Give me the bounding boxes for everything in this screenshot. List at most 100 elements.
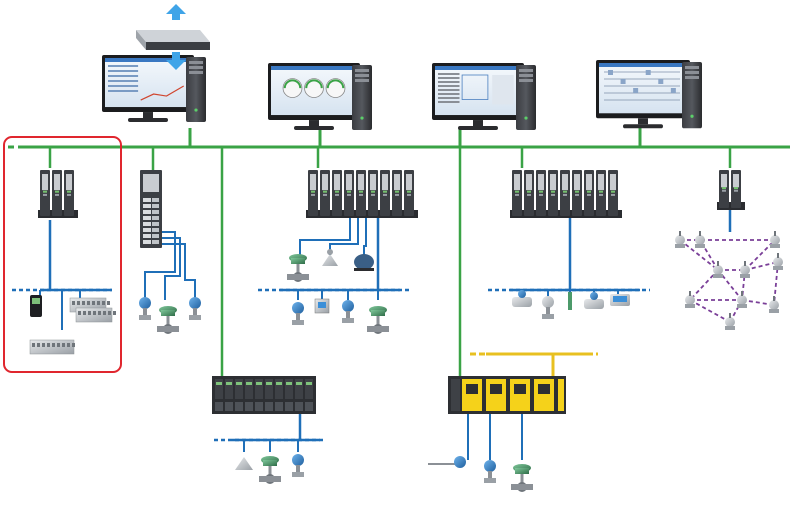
panel-terminal bbox=[77, 301, 80, 305]
module-label bbox=[574, 174, 580, 191]
io-terminal bbox=[143, 222, 151, 226]
rack-led bbox=[266, 382, 272, 385]
level-switch bbox=[235, 457, 253, 470]
rack-terminal bbox=[265, 402, 273, 411]
module-led bbox=[335, 190, 339, 193]
transmitter-neck bbox=[296, 313, 300, 321]
valve-stem bbox=[268, 466, 272, 475]
valve-stem bbox=[520, 474, 524, 483]
flowmeter-body bbox=[584, 299, 604, 309]
transmitter-neck bbox=[488, 471, 492, 479]
rack-led bbox=[216, 382, 222, 385]
screen-gauge bbox=[282, 78, 303, 98]
module-label bbox=[526, 174, 532, 191]
io-terminal bbox=[152, 210, 159, 214]
workstation-4 bbox=[596, 60, 702, 129]
rack-led bbox=[256, 382, 262, 385]
module-led bbox=[383, 190, 387, 193]
transmitter-flange bbox=[342, 318, 354, 323]
io-terminal bbox=[143, 234, 151, 238]
valve-stem bbox=[166, 316, 170, 325]
module-led bbox=[323, 193, 327, 196]
flow-meter bbox=[584, 292, 604, 309]
wireless-antenna bbox=[777, 253, 779, 258]
screen-row bbox=[438, 77, 460, 79]
wireless-head bbox=[695, 235, 705, 245]
io-rack-bottom bbox=[212, 376, 316, 414]
module-label bbox=[322, 174, 328, 191]
rack-terminal bbox=[305, 402, 313, 411]
sis-module bbox=[510, 379, 530, 411]
screen-vessel bbox=[670, 88, 676, 93]
module-led bbox=[587, 193, 591, 196]
screen-row bbox=[438, 73, 460, 75]
module-label bbox=[733, 174, 739, 188]
io-terminal bbox=[143, 216, 151, 220]
module-label bbox=[721, 174, 727, 188]
io-terminal bbox=[143, 228, 151, 232]
workstation-2 bbox=[268, 63, 372, 131]
valve-pipe bbox=[259, 476, 281, 482]
module-led bbox=[722, 189, 726, 192]
motor-body bbox=[354, 254, 374, 270]
panel-terminal bbox=[32, 343, 35, 347]
panel-terminal bbox=[67, 343, 70, 347]
panel-terminal bbox=[47, 343, 50, 347]
drive-bay bbox=[519, 69, 533, 72]
tower-case bbox=[682, 62, 702, 129]
screen-row bbox=[438, 101, 460, 103]
wireless-flange bbox=[773, 266, 783, 270]
monitor-base bbox=[623, 124, 663, 129]
monitor-neck bbox=[473, 120, 483, 127]
io-wire bbox=[160, 243, 196, 300]
screen-row bbox=[108, 90, 139, 92]
temperature-probe bbox=[428, 456, 466, 468]
module-led bbox=[575, 190, 579, 193]
module-led bbox=[539, 193, 543, 196]
io-card-rack bbox=[140, 170, 162, 248]
wireless-head bbox=[769, 300, 779, 310]
rack-terminal bbox=[225, 402, 233, 411]
panel-terminal bbox=[107, 301, 110, 305]
download-arrow-icon bbox=[166, 52, 186, 70]
wireless-flange bbox=[737, 304, 747, 308]
rack-slot bbox=[295, 379, 303, 399]
screen-gauge bbox=[325, 78, 346, 98]
screen-titlebar bbox=[435, 66, 521, 70]
transmitter-flange bbox=[484, 478, 496, 483]
wireless-antenna bbox=[774, 231, 776, 236]
screen-row bbox=[108, 80, 139, 82]
transmitter-head bbox=[292, 302, 304, 314]
wireless-antenna bbox=[729, 313, 731, 318]
safety-instrumented-system bbox=[448, 376, 566, 414]
probe-body bbox=[568, 292, 572, 310]
valve-pipe bbox=[511, 484, 533, 490]
marshalling-panel bbox=[75, 307, 116, 323]
handheld-screen bbox=[32, 298, 40, 304]
control-valve bbox=[157, 306, 179, 334]
module-led bbox=[515, 193, 519, 196]
screen-row bbox=[108, 85, 139, 87]
screen-gauge-arc bbox=[305, 79, 323, 89]
flowmeter-body bbox=[512, 297, 532, 307]
rack-terminal bbox=[295, 402, 303, 411]
module-label bbox=[370, 174, 376, 191]
module-label bbox=[562, 174, 568, 191]
wireless-head bbox=[725, 317, 735, 327]
screen-row bbox=[438, 85, 460, 87]
transmitter-neck bbox=[346, 311, 350, 319]
transmitter-flange bbox=[189, 315, 201, 320]
rack-led bbox=[286, 382, 292, 385]
sis-connector bbox=[466, 384, 478, 394]
panel-terminal bbox=[57, 343, 60, 347]
rack-terminal bbox=[285, 402, 293, 411]
transmitter-head bbox=[542, 296, 554, 308]
valve-pipe bbox=[287, 274, 309, 280]
rack-terminal bbox=[275, 402, 283, 411]
module-led bbox=[599, 193, 603, 196]
module-label bbox=[66, 174, 72, 191]
controller-hardware bbox=[38, 170, 745, 414]
wireless-mesh-link bbox=[744, 261, 779, 271]
display-unit bbox=[610, 294, 630, 306]
